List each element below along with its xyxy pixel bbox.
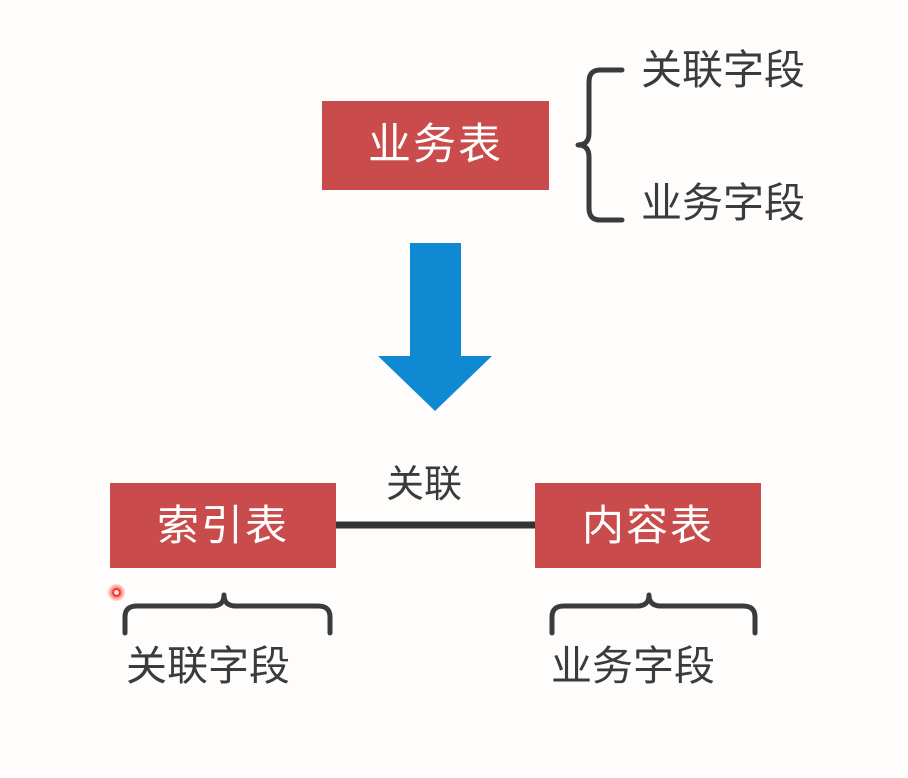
assoc-field-bottom-label: 关联字段 bbox=[126, 642, 290, 690]
assoc-field-top-label: 关联字段 bbox=[641, 46, 805, 94]
bottom-right-curly-brace-icon bbox=[549, 592, 758, 636]
relation-label: 关联 bbox=[386, 462, 463, 506]
biz-field-bottom-label: 业务字段 bbox=[551, 642, 715, 690]
content-table-label: 内容表 bbox=[581, 500, 714, 550]
bottom-left-curly-brace-icon bbox=[122, 592, 333, 636]
right-curly-brace-icon bbox=[575, 67, 625, 223]
biz-field-top-label: 业务字段 bbox=[641, 179, 805, 227]
content-table-box[interactable]: 内容表 bbox=[535, 483, 761, 568]
business-table-box[interactable]: 业务表 bbox=[322, 101, 549, 190]
index-table-box[interactable]: 索引表 bbox=[110, 483, 336, 568]
down-arrow-icon bbox=[378, 243, 492, 411]
cursor-click-marker bbox=[108, 584, 125, 601]
business-table-label: 业务表 bbox=[368, 120, 503, 170]
index-table-label: 索引表 bbox=[156, 500, 289, 550]
